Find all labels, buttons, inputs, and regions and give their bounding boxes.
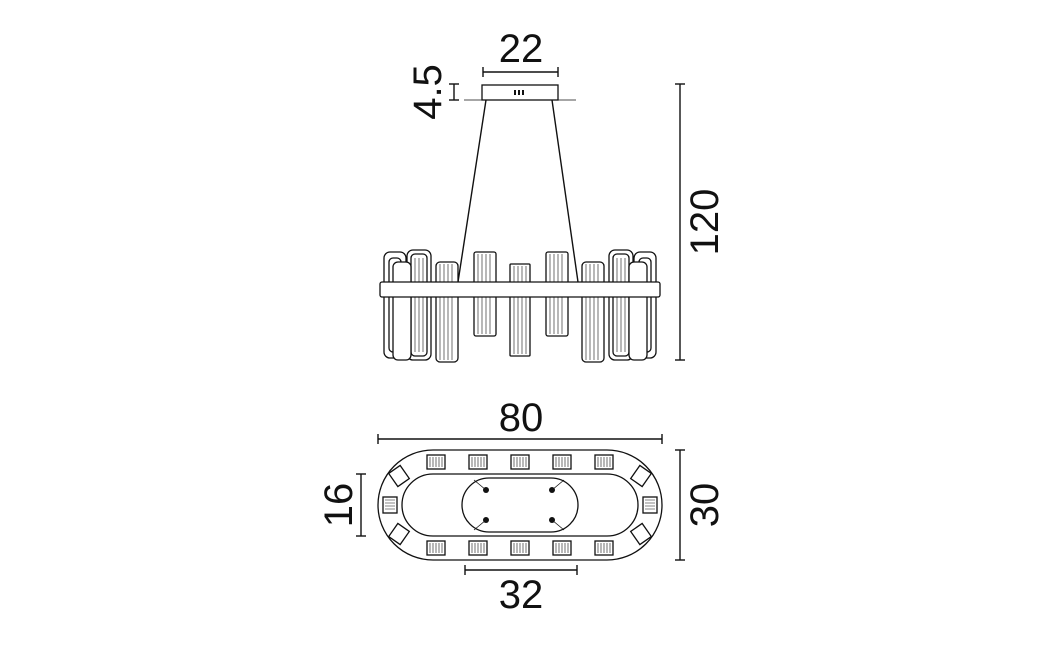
dim-length-label: 80 — [499, 396, 544, 440]
suspension-cables — [457, 99, 579, 283]
dim-total-height-label: 120 — [683, 189, 727, 256]
glass-fluting-top — [385, 457, 655, 553]
dim-canopy-width: 22 — [482, 27, 559, 77]
side-view: 22 4.5 — [379, 27, 727, 363]
canopy-plate — [461, 477, 579, 533]
ceiling-canopy — [464, 84, 576, 101]
dim-canopy-height: 4.5 — [406, 64, 459, 120]
dim-width-outer: 30 — [675, 449, 727, 561]
dim-total-height: 120 — [675, 83, 727, 361]
dim-canopy-span: 32 — [464, 565, 578, 617]
dim-canopy-width-label: 22 — [499, 27, 544, 71]
dim-canopy-height-label: 4.5 — [406, 64, 450, 120]
dim-width-inner-label: 16 — [317, 483, 361, 528]
top-view: 80 30 16 — [317, 396, 727, 617]
dim-width-outer-label: 30 — [683, 483, 727, 528]
dim-length: 80 — [377, 396, 663, 444]
dim-width-inner: 16 — [317, 473, 366, 537]
dim-canopy-span-label: 32 — [499, 573, 544, 617]
ring-band — [379, 281, 661, 298]
